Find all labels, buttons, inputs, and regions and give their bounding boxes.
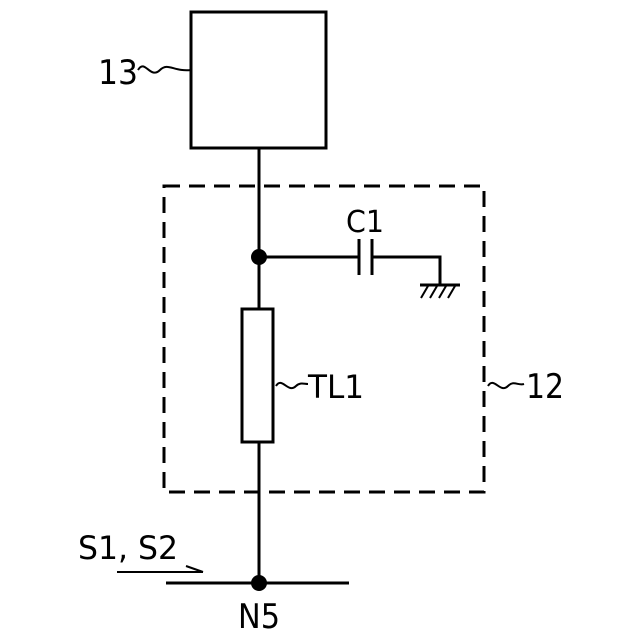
- block-12-leader: [488, 383, 524, 388]
- transmission-line-tl1: [242, 309, 273, 442]
- block-13-leader: [138, 66, 191, 72]
- node-n5-label: N5: [238, 597, 280, 637]
- ground-icon: [420, 285, 460, 298]
- tl1-leader: [276, 383, 308, 388]
- block-12-label: 12: [526, 367, 564, 407]
- block-13-label: 13: [98, 53, 138, 93]
- node-n5-dot: [251, 575, 267, 591]
- tl1-label: TL1: [307, 368, 364, 406]
- block-12-dashed-box: [164, 186, 484, 492]
- capacitor-label: C1: [346, 205, 384, 240]
- block-13: [191, 12, 326, 148]
- capacitor-wire-right: [372, 257, 440, 285]
- signal-label: S1, S2: [78, 529, 178, 567]
